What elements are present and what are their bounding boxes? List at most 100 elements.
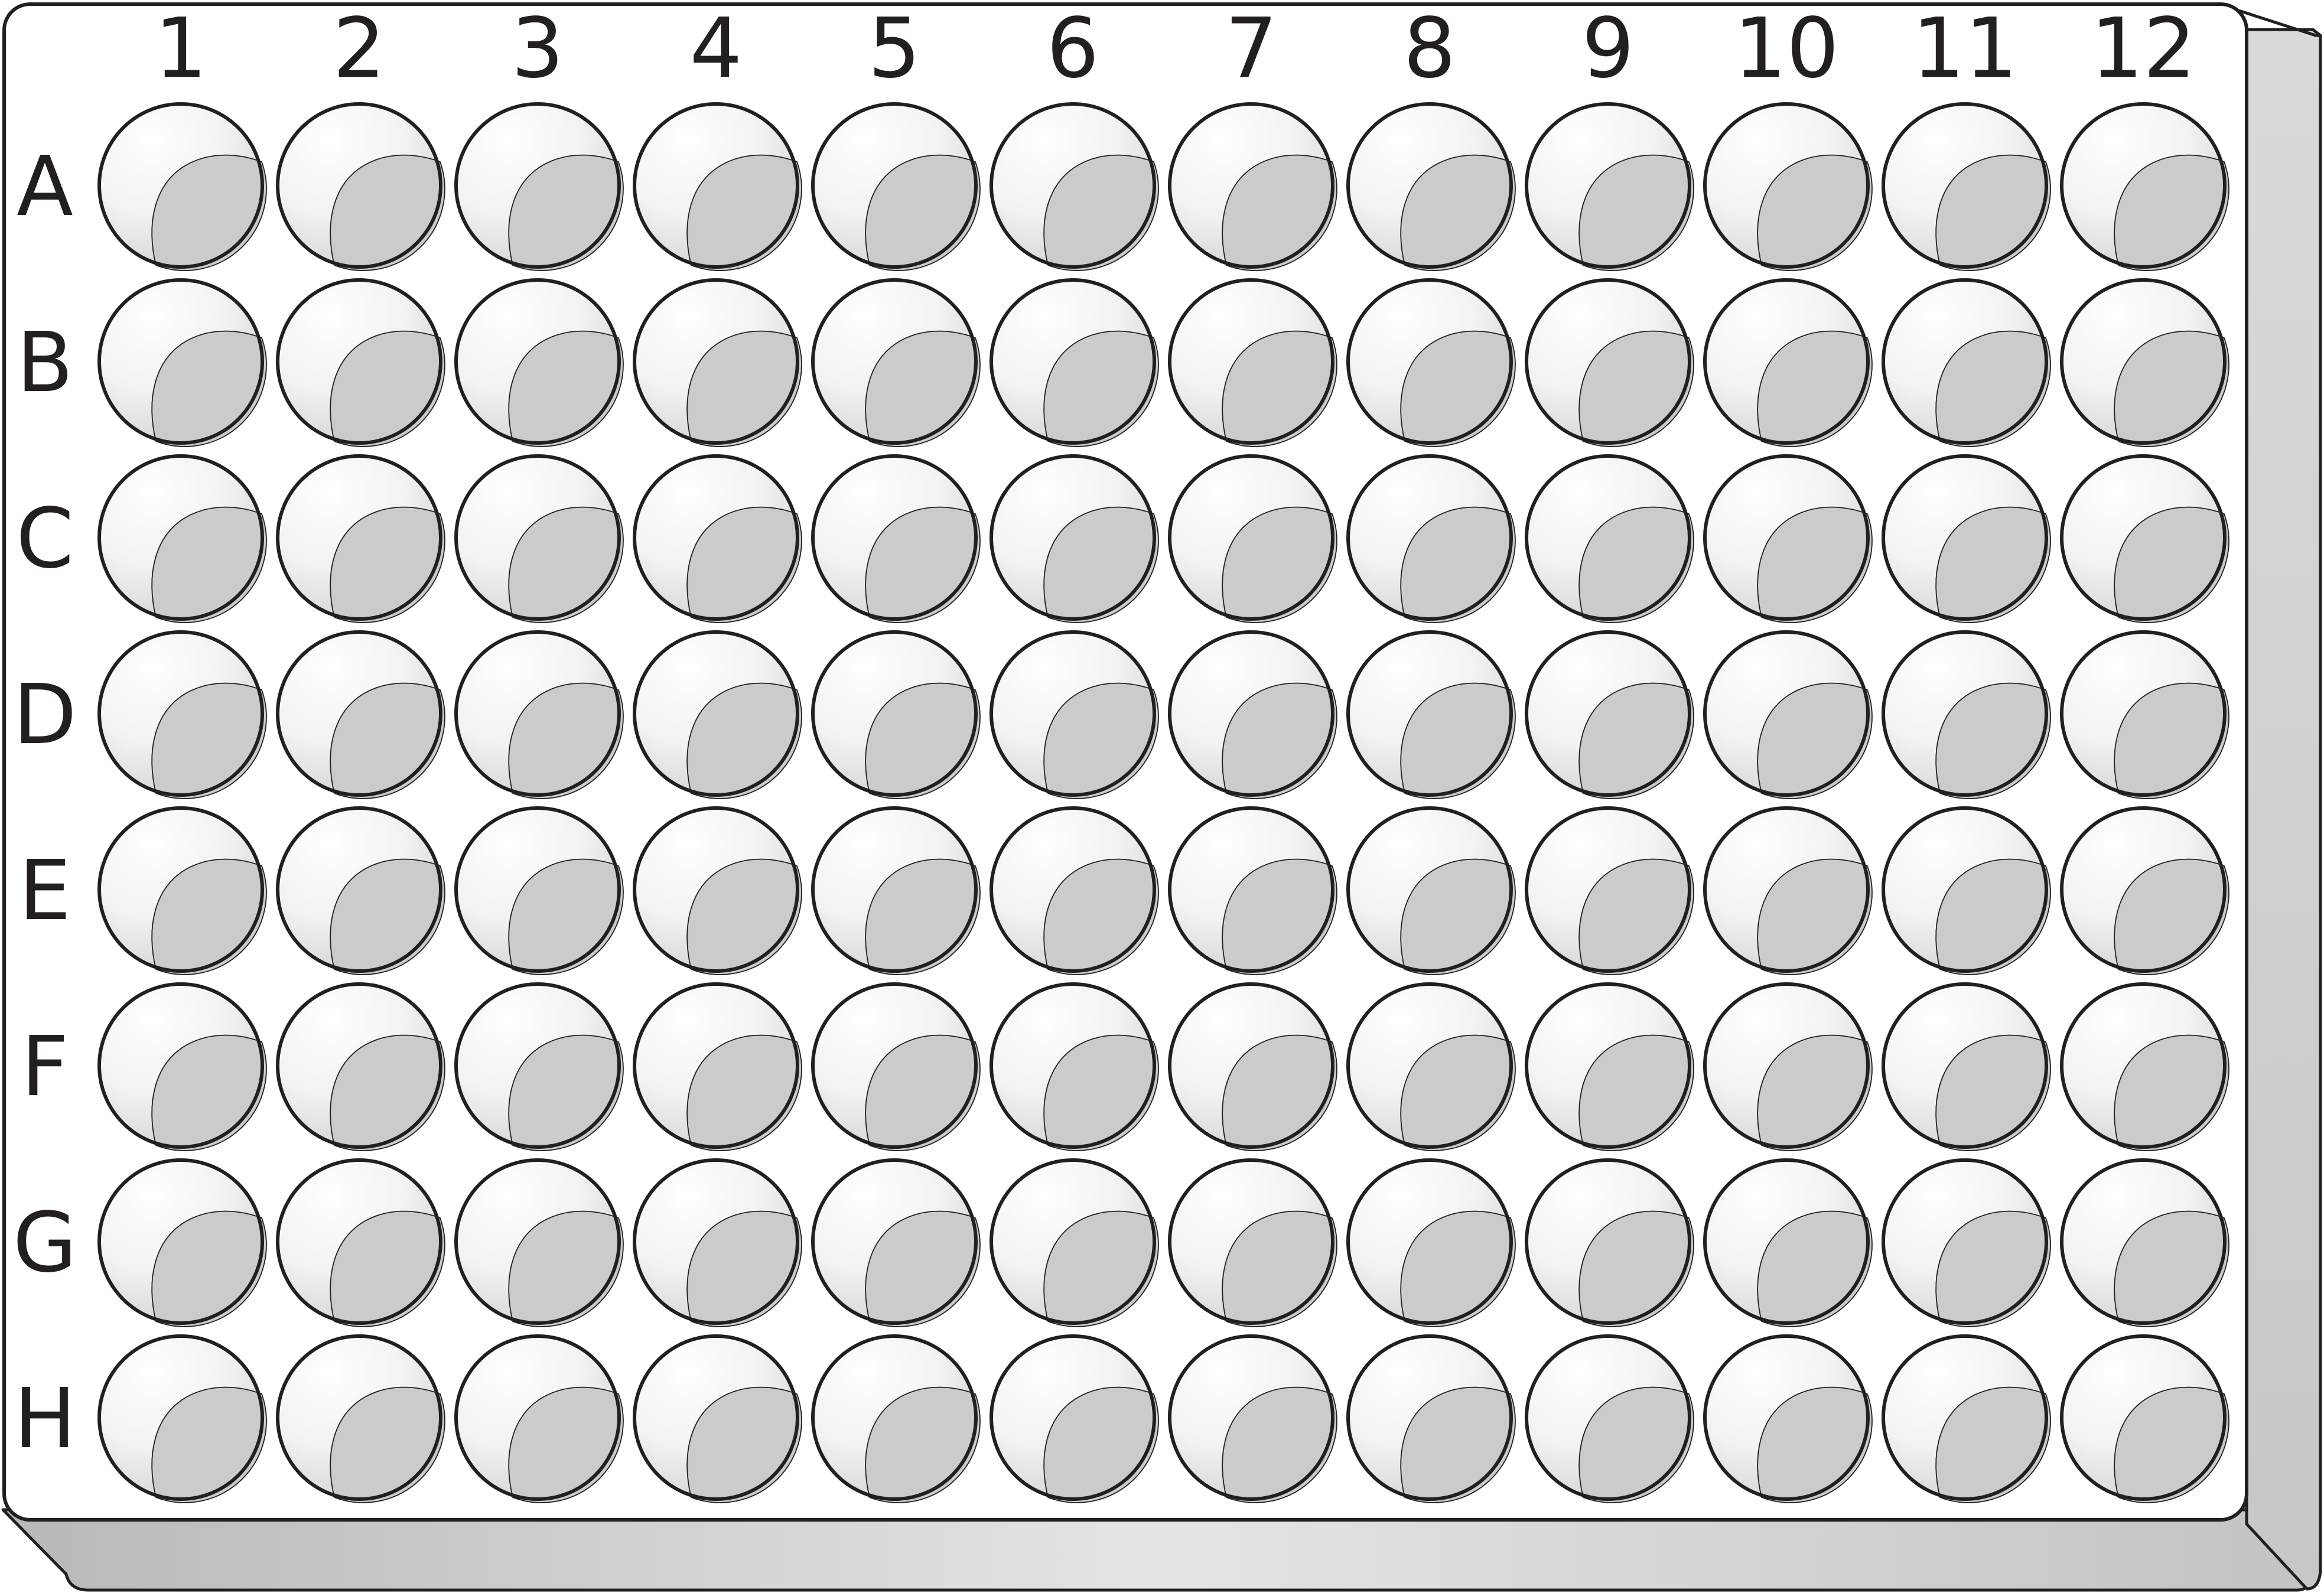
well-H4[interactable]: [633, 1334, 802, 1503]
column-label-9: 9: [1581, 1, 1634, 97]
well-E11[interactable]: [1882, 806, 2051, 975]
well-A9[interactable]: [1525, 102, 1694, 271]
well-B3[interactable]: [454, 278, 624, 447]
well-D8[interactable]: [1346, 630, 1516, 799]
well-C1[interactable]: [97, 454, 267, 623]
well-A3[interactable]: [454, 102, 624, 271]
well-C7[interactable]: [1168, 454, 1337, 623]
well-H11[interactable]: [1882, 1334, 2051, 1503]
well-B8[interactable]: [1346, 278, 1516, 447]
well-A6[interactable]: [990, 102, 1159, 271]
well-F5[interactable]: [811, 982, 981, 1151]
well-C9[interactable]: [1525, 454, 1694, 623]
well-D3[interactable]: [454, 630, 624, 799]
well-C3[interactable]: [454, 454, 624, 623]
well-C2[interactable]: [276, 454, 445, 623]
well-F4[interactable]: [633, 982, 802, 1151]
well-A4[interactable]: [633, 102, 802, 271]
well-F12[interactable]: [2060, 982, 2229, 1151]
well-F11[interactable]: [1882, 982, 2051, 1151]
well-D7[interactable]: [1168, 630, 1337, 799]
well-B1[interactable]: [97, 278, 267, 447]
well-D9[interactable]: [1525, 630, 1694, 799]
well-C11[interactable]: [1882, 454, 2051, 623]
well-C6[interactable]: [990, 454, 1159, 623]
well-E4[interactable]: [633, 806, 802, 975]
well-F7[interactable]: [1168, 982, 1337, 1151]
well-H9[interactable]: [1525, 1334, 1694, 1503]
column-label-10: 10: [1734, 1, 1839, 97]
well-E12[interactable]: [2060, 806, 2229, 975]
well-B12[interactable]: [2060, 278, 2229, 447]
well-G1[interactable]: [97, 1158, 267, 1327]
well-E9[interactable]: [1525, 806, 1694, 975]
well-F6[interactable]: [990, 982, 1159, 1151]
well-H8[interactable]: [1346, 1334, 1516, 1503]
well-H2[interactable]: [276, 1334, 445, 1503]
well-E3[interactable]: [454, 806, 624, 975]
well-E6[interactable]: [990, 806, 1159, 975]
well-E8[interactable]: [1346, 806, 1516, 975]
well-C10[interactable]: [1703, 454, 1873, 623]
well-B4[interactable]: [633, 278, 802, 447]
well-A5[interactable]: [811, 102, 981, 271]
well-H1[interactable]: [97, 1334, 267, 1503]
well-H5[interactable]: [811, 1334, 981, 1503]
well-E1[interactable]: [97, 806, 267, 975]
well-D4[interactable]: [633, 630, 802, 799]
well-G9[interactable]: [1525, 1158, 1694, 1327]
well-H3[interactable]: [454, 1334, 624, 1503]
well-B7[interactable]: [1168, 278, 1337, 447]
well-G11[interactable]: [1882, 1158, 2051, 1327]
well-A2[interactable]: [276, 102, 445, 271]
well-G6[interactable]: [990, 1158, 1159, 1327]
well-D12[interactable]: [2060, 630, 2229, 799]
well-E5[interactable]: [811, 806, 981, 975]
well-G12[interactable]: [2060, 1158, 2229, 1327]
well-B9[interactable]: [1525, 278, 1694, 447]
well-B5[interactable]: [811, 278, 981, 447]
well-F1[interactable]: [97, 982, 267, 1151]
well-A11[interactable]: [1882, 102, 2051, 271]
well-D6[interactable]: [990, 630, 1159, 799]
well-H12[interactable]: [2060, 1334, 2229, 1503]
well-C4[interactable]: [633, 454, 802, 623]
well-H7[interactable]: [1168, 1334, 1337, 1503]
well-D11[interactable]: [1882, 630, 2051, 799]
well-outline: [1346, 1158, 1513, 1325]
well-E7[interactable]: [1168, 806, 1337, 975]
well-C8[interactable]: [1346, 454, 1516, 623]
well-B10[interactable]: [1703, 278, 1873, 447]
well-A7[interactable]: [1168, 102, 1337, 271]
well-G10[interactable]: [1703, 1158, 1873, 1327]
well-G2[interactable]: [276, 1158, 445, 1327]
well-A8[interactable]: [1346, 102, 1516, 271]
well-H6[interactable]: [990, 1334, 1159, 1503]
well-B11[interactable]: [1882, 278, 2051, 447]
well-A1[interactable]: [97, 102, 267, 271]
well-C12[interactable]: [2060, 454, 2229, 623]
well-A10[interactable]: [1703, 102, 1873, 271]
well-D10[interactable]: [1703, 630, 1873, 799]
well-D1[interactable]: [97, 630, 267, 799]
well-B6[interactable]: [990, 278, 1159, 447]
well-outline: [2060, 454, 2227, 621]
well-F10[interactable]: [1703, 982, 1873, 1151]
well-A12[interactable]: [2060, 102, 2229, 271]
well-H10[interactable]: [1703, 1334, 1873, 1503]
well-G3[interactable]: [454, 1158, 624, 1327]
well-G8[interactable]: [1346, 1158, 1516, 1327]
well-G7[interactable]: [1168, 1158, 1337, 1327]
well-G5[interactable]: [811, 1158, 981, 1327]
well-F3[interactable]: [454, 982, 624, 1151]
well-D2[interactable]: [276, 630, 445, 799]
well-E2[interactable]: [276, 806, 445, 975]
well-G4[interactable]: [633, 1158, 802, 1327]
well-E10[interactable]: [1703, 806, 1873, 975]
well-F9[interactable]: [1525, 982, 1694, 1151]
well-D5[interactable]: [811, 630, 981, 799]
well-C5[interactable]: [811, 454, 981, 623]
well-B2[interactable]: [276, 278, 445, 447]
well-F8[interactable]: [1346, 982, 1516, 1151]
well-F2[interactable]: [276, 982, 445, 1151]
